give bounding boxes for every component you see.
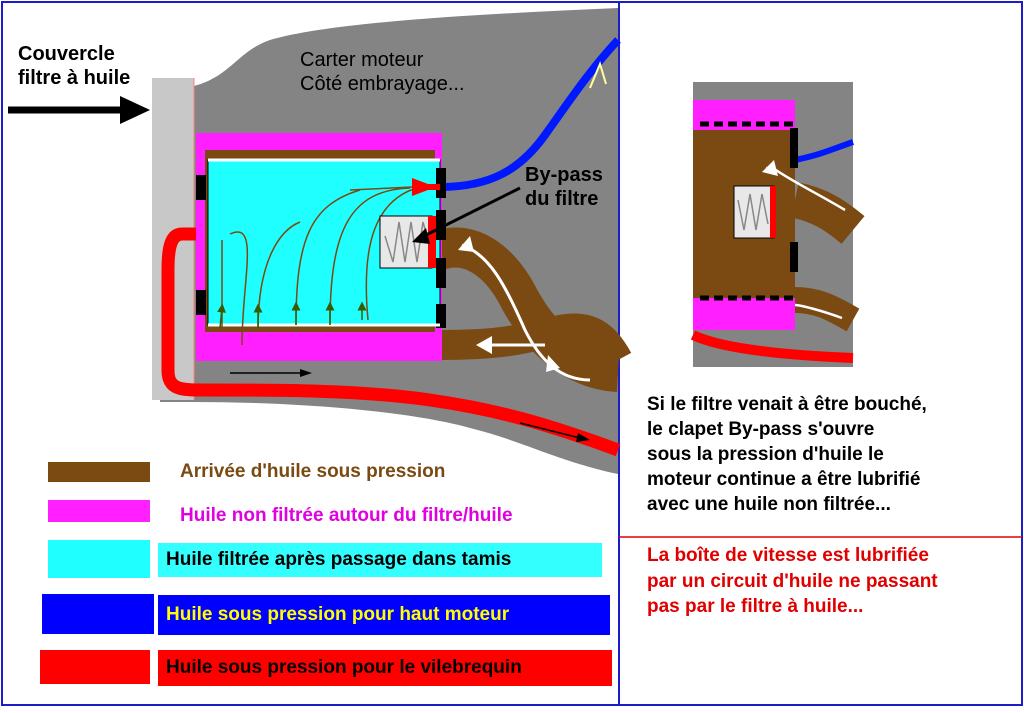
- brown-inlet: [433, 227, 632, 392]
- legend-label: Huile sous pression pour haut moteur: [158, 595, 610, 635]
- bypass-valve: [379, 186, 521, 269]
- legend-label: Huile non filtrée autour du filtre/huile: [180, 505, 513, 526]
- cover-label: Couvercle filtre à huile: [18, 43, 131, 90]
- gearbox-note: La boîte de vitesse est lubrifiée par un…: [647, 545, 938, 618]
- legend-label: Huile filtrée après passage dans tamis: [158, 543, 602, 577]
- bypass-label: By-pass du filtre: [525, 164, 603, 211]
- legend-label: Huile sous pression pour le vilebrequin: [158, 650, 612, 686]
- legend-swatch: [48, 500, 150, 522]
- carter-label: Carter moteur Côté embrayage...: [300, 49, 465, 96]
- legend-swatch: [42, 594, 154, 634]
- legend-swatch: [40, 650, 150, 684]
- legend-swatch: [48, 540, 150, 578]
- legend-swatch: [48, 462, 150, 482]
- legend-label: Arrivée d'huile sous pression: [180, 461, 446, 482]
- blue-pipe: [439, 37, 621, 191]
- bypass-open-detail: [690, 82, 865, 367]
- blocked-note: Si le filtre venait à être bouché, le cl…: [647, 394, 927, 516]
- cover-arrow: [8, 96, 150, 124]
